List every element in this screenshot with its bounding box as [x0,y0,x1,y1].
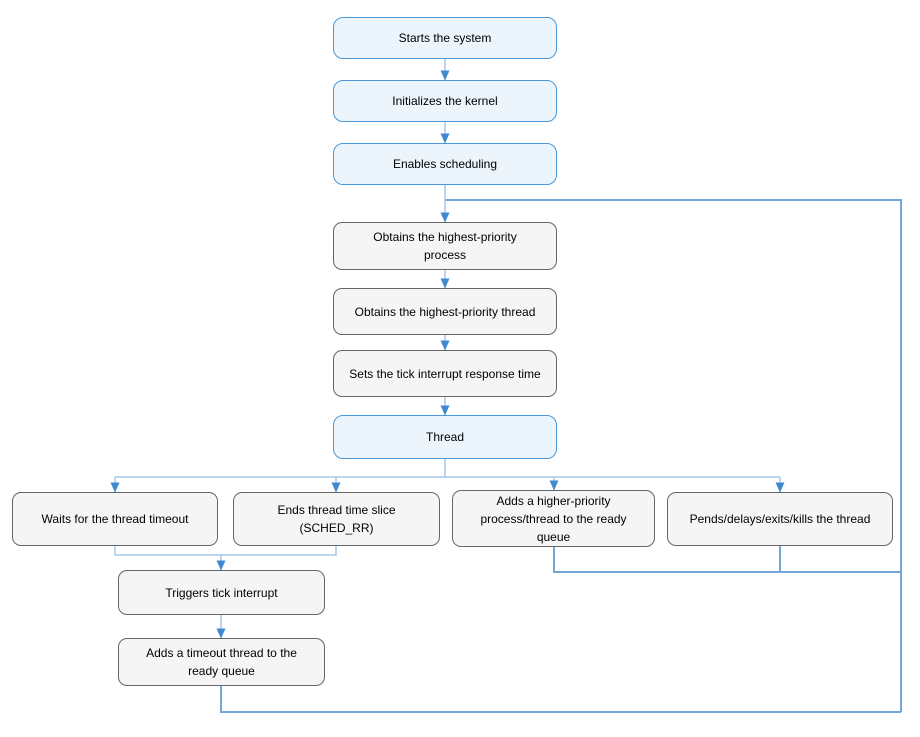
flow-node-pends-delays-exits-kills: Pends/delays/exits/kills the thread [667,492,893,546]
flow-node-label: Sets the tick interrupt response time [349,366,541,381]
flow-node-label: Thread [425,430,465,444]
flow-node-label: Adds a timeout thread to the ready queue [146,646,297,678]
flow-node-label: Ends thread time slice (SCHED_RR) [277,503,396,535]
connector-adds-higher-loop [553,547,901,573]
flow-node-initializes-kernel: Initializes the kernel [333,80,557,122]
flow-node-label: Enables scheduling [392,157,498,171]
flow-node-enables-scheduling: Enables scheduling [333,143,557,185]
connector-loop-bottom [220,686,901,713]
flow-node-label: Obtains the highest-priority thread [354,304,536,319]
flow-node-adds-higher-priority: Adds a higher-priority process/thread to… [452,490,655,547]
flow-node-ends-time-slice: Ends thread time slice (SCHED_RR) [233,492,440,546]
flow-node-tick-response-time: Sets the tick interrupt response time [333,350,557,397]
flow-node-starts-system: Starts the system [333,17,557,59]
flow-node-label: Initializes the kernel [392,94,498,108]
flow-node-highest-priority-thread: Obtains the highest-priority thread [333,288,557,335]
connector-loop-right [445,199,902,712]
flow-node-adds-timeout-thread: Adds a timeout thread to the ready queue [118,638,325,686]
flow-node-label: Triggers tick interrupt [165,585,278,600]
connector-merge-rail [114,546,337,556]
flow-node-label: Pends/delays/exits/kills the thread [689,512,871,526]
flow-node-thread: Thread [333,415,557,459]
flow-node-highest-priority-process: Obtains the highest-priority process [333,222,557,270]
flow-node-waits-thread-timeout: Waits for the thread timeout [12,492,218,546]
flow-node-label: Waits for the thread timeout [41,512,189,526]
flow-node-label: Adds a higher-priority process/thread to… [480,493,627,544]
flow-node-label: Starts the system [398,31,492,45]
flow-node-label: Obtains the highest-priority process [373,230,517,262]
flow-node-triggers-tick-interrupt: Triggers tick interrupt [118,570,325,615]
